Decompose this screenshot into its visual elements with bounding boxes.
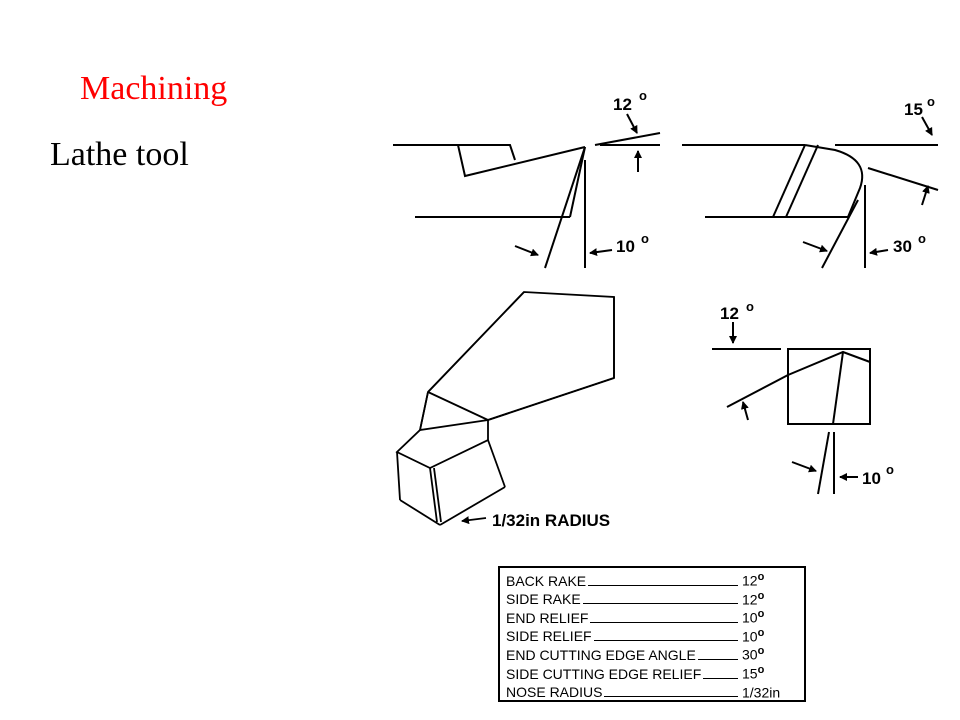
spec-row: SIDE RELIEF 10o (506, 626, 798, 645)
spec-leader-line (604, 696, 738, 698)
spec-value: 12o (742, 571, 798, 589)
spec-row: NOSE RADIUS 1/32in (506, 682, 798, 701)
isometric-view (395, 291, 615, 526)
spec-name: NOSE RADIUS (506, 684, 603, 701)
top-view-bottom-angle: 30 (893, 237, 912, 256)
side-view-top-degree: o (639, 88, 647, 103)
slide-title: Machining (80, 70, 228, 107)
spec-value-number: 10 (742, 609, 758, 626)
top-view-top-angle: 15 (904, 100, 923, 119)
spec-value-number: 1/32in (742, 684, 781, 701)
top-view (682, 116, 939, 269)
spec-name: END CUTTING EDGE ANGLE (506, 646, 696, 663)
spec-row: END CUTTING EDGE ANGLE 30o (506, 644, 798, 663)
spec-name: SIDE RELIEF (506, 628, 592, 645)
spec-leader-line (703, 677, 738, 679)
spec-row: SIDE CUTTING EDGE RELIEF 15o (506, 663, 798, 682)
end-view-bottom-degree: o (886, 462, 894, 477)
lathe-tool-diagram: 12 o 10 o 15 o 30 o 1/32in RADIUS (393, 88, 939, 530)
spec-value: 12o (742, 590, 798, 608)
spec-name: END RELIEF (506, 609, 589, 626)
spec-value-number: 10 (742, 628, 758, 645)
spec-row: END RELIEF 10o (506, 607, 798, 626)
spec-value-number: 30 (742, 646, 758, 663)
top-view-bottom-degree: o (918, 231, 926, 246)
spec-value-unit: o (757, 608, 765, 621)
end-view-top-angle: 12 (720, 304, 739, 323)
spec-value: 30o (742, 645, 798, 663)
side-view (393, 113, 661, 269)
slide-subtitle: Lathe tool (50, 136, 189, 173)
end-view (712, 322, 871, 495)
spec-value: 1/32in (742, 683, 798, 701)
side-view-top-angle: 12 (613, 95, 632, 114)
spec-value-unit: o (757, 663, 765, 676)
nose-radius-label: 1/32in RADIUS (492, 511, 610, 530)
spec-value-number: 12 (742, 591, 758, 608)
spec-value-unit: o (757, 626, 765, 639)
spec-name: SIDE RAKE (506, 591, 581, 608)
spec-leader-line (590, 621, 738, 623)
spec-leader-line (593, 640, 738, 642)
spec-row: BACK RAKE 12o (506, 570, 798, 589)
spec-row: SIDE RAKE 12o (506, 589, 798, 608)
spec-value-unit: o (757, 570, 765, 583)
spec-leader-line (582, 603, 738, 605)
spec-value-number: 12 (742, 572, 758, 589)
spec-value: 15o (742, 664, 798, 682)
spec-name: BACK RAKE (506, 572, 587, 589)
spec-leader-line (697, 658, 738, 660)
top-view-top-degree: o (927, 94, 935, 109)
side-view-bottom-degree: o (641, 231, 649, 246)
end-view-top-degree: o (746, 299, 754, 314)
spec-name: SIDE CUTTING EDGE RELIEF (506, 665, 702, 682)
end-view-bottom-angle: 10 (862, 469, 881, 488)
spec-value-number: 15 (742, 665, 758, 682)
spec-value-unit: o (757, 645, 765, 658)
spec-value-unit: o (757, 589, 765, 602)
spec-value: 10o (742, 608, 798, 626)
spec-value: 10o (742, 627, 798, 645)
side-view-bottom-angle: 10 (616, 237, 635, 256)
spec-leader-line (588, 584, 738, 586)
